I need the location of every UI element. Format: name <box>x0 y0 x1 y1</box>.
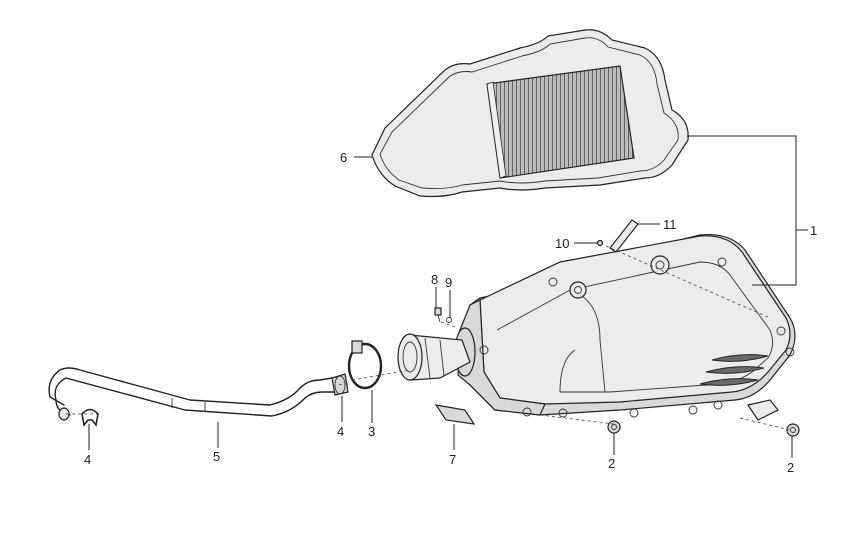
callout-labels: 1 2 2 3 4 4 5 6 7 8 9 10 11 <box>84 150 817 475</box>
airbox-housing <box>454 233 796 421</box>
callout-5: 5 <box>213 449 220 464</box>
callout-6: 6 <box>340 150 347 165</box>
bolt-2-right <box>786 423 800 437</box>
callout-4-right: 4 <box>337 424 344 439</box>
callout-7: 7 <box>449 452 456 467</box>
air-filter-element <box>371 29 689 198</box>
callout-1: 1 <box>810 223 817 238</box>
callout-9: 9 <box>445 275 452 290</box>
large-hose-clamp <box>347 340 383 390</box>
callout-10: 10 <box>555 236 569 251</box>
callout-3: 3 <box>368 424 375 439</box>
callout-11: 11 <box>663 217 677 232</box>
intake-duct <box>397 333 471 381</box>
breather-hose <box>48 367 335 421</box>
callout-4-left: 4 <box>84 452 91 467</box>
bolt-2-center <box>607 420 621 434</box>
callout-8: 8 <box>431 272 438 287</box>
small-clamp-left <box>81 408 99 427</box>
callout-2-center: 2 <box>608 456 615 471</box>
screw-8 <box>434 307 442 323</box>
leader-lines <box>88 135 808 458</box>
washer-9 <box>446 317 452 323</box>
sensor-pin-11 <box>609 219 639 253</box>
foam-pad <box>434 404 476 425</box>
screw-10 <box>596 239 604 247</box>
callout-2-right: 2 <box>787 460 794 475</box>
assembly-lines <box>66 245 791 431</box>
